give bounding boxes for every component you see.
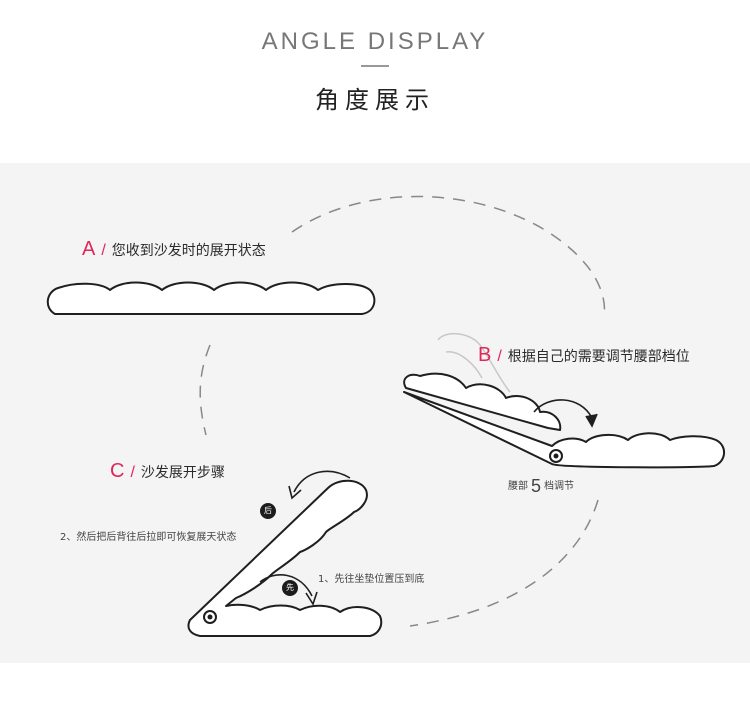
- step-after-badge: 后: [260, 503, 276, 519]
- state-a-letter: A: [82, 238, 96, 260]
- title-chinese: 角度展示: [315, 86, 435, 114]
- step-after-text: 2、然后把后背往后拉即可恢复展天状态: [60, 532, 237, 543]
- sofa-flat-a: [46, 281, 376, 315]
- title-english: ANGLE DISPLAY: [261, 28, 489, 55]
- title-divider: [361, 65, 389, 67]
- state-b-label: B/根据自己的需要调节腰部档位: [478, 344, 690, 366]
- gear-suffix: 档调节: [544, 481, 575, 492]
- sofa-folded-b: [403, 372, 725, 469]
- diagram-panel: [0, 163, 750, 663]
- step-first-badge: 先: [282, 580, 298, 596]
- state-a-label: A/您收到沙发时的展开状态: [82, 238, 266, 260]
- state-c-letter: C: [110, 460, 125, 482]
- state-a-text: 您收到沙发时的展开状态: [111, 243, 266, 259]
- sofa-ghost-b: [437, 333, 511, 393]
- gear-number: 5: [531, 476, 542, 496]
- gear-prefix: 腰部: [508, 481, 528, 492]
- sofa-raised-c: [187, 479, 383, 637]
- state-b-text: 根据自己的需要调节腰部档位: [507, 349, 690, 365]
- state-c-label: C/沙发展开步骤: [110, 460, 225, 482]
- gear-icon-b: [549, 449, 563, 463]
- dashed-cycle-path: [199, 195, 606, 627]
- state-b-letter: B: [478, 344, 492, 366]
- arrow-icon-c-back: [288, 470, 351, 500]
- arrow-icon-b: [533, 399, 598, 428]
- arrow-icon-c-seat: [259, 574, 318, 606]
- state-c-text: 沙发展开步骤: [140, 465, 225, 481]
- step-first-text: 1、先往坐垫位置压到底: [318, 574, 425, 585]
- gear-icon-c: [203, 610, 217, 624]
